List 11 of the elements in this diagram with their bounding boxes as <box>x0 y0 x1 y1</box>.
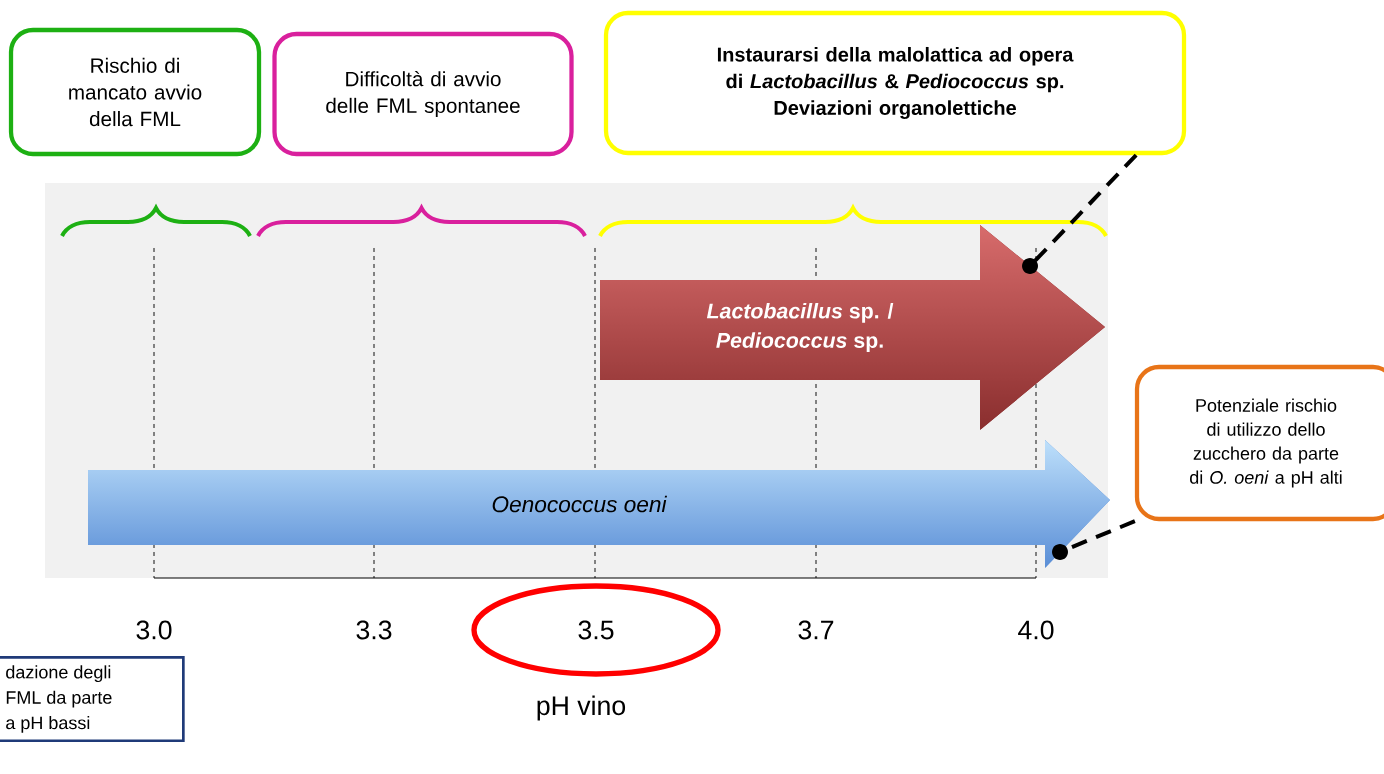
leader-line <box>1052 519 1136 560</box>
leader-line <box>1022 153 1138 274</box>
tick-label: 4.0 <box>1018 620 1054 640</box>
tick-label: 3.3 <box>356 620 392 640</box>
callout-box: Potenziale rischio di utilizzo dello zucchero da parte di O. oeni a pH alti <box>1134 364 1384 522</box>
tick-label: 3.0 <box>136 620 172 640</box>
tick-label: 3.7 <box>798 620 834 640</box>
callout-box: dazione degli FML da parte a pH bassi <box>0 656 185 743</box>
note-box: Difficoltà di avvio delle FML spontanee <box>272 31 574 157</box>
note-box: Instaurarsi della malolattica ad opera di Lactobacillus & Pediococcus sp. Deviazioni organolettiche <box>603 10 1187 156</box>
note-box: Rischio di mancato avvio della FML <box>8 27 262 157</box>
